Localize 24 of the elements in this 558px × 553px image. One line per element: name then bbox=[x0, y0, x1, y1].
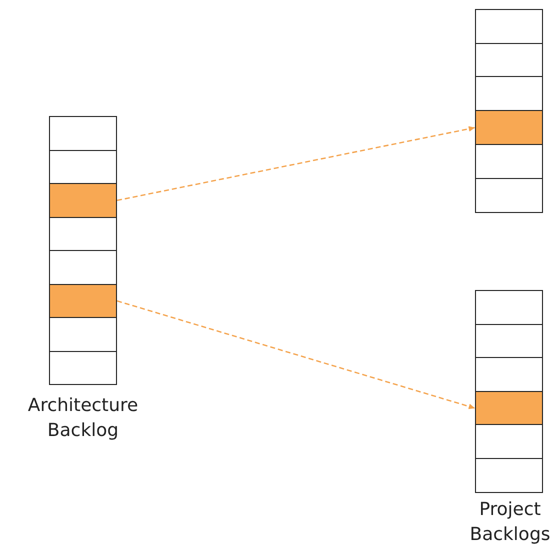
backlog-item bbox=[475, 424, 543, 460]
dashed-arrow bbox=[116, 126, 476, 202]
backlog-item bbox=[475, 290, 543, 325]
backlog-item bbox=[49, 250, 117, 285]
column-caption: Architecture Backlog bbox=[26, 394, 140, 443]
highlighted-backlog-item bbox=[49, 284, 117, 318]
backlog-item bbox=[49, 116, 117, 151]
highlighted-backlog-item bbox=[475, 390, 543, 426]
column-caption: Project Backlogs bbox=[468, 498, 552, 547]
backlog-item bbox=[475, 76, 543, 112]
backlog-item bbox=[49, 216, 117, 252]
backlog-item bbox=[475, 144, 543, 179]
dashed-arrow bbox=[116, 300, 476, 410]
backlog-item bbox=[475, 324, 543, 358]
backlog-item bbox=[49, 150, 117, 184]
backlog-item bbox=[49, 317, 117, 352]
highlighted-backlog-item bbox=[475, 110, 543, 146]
backlog-item bbox=[475, 458, 543, 493]
backlog-item bbox=[49, 350, 117, 386]
highlighted-backlog-item bbox=[49, 183, 117, 218]
backlog-item bbox=[475, 42, 543, 78]
backlog-item bbox=[475, 357, 543, 392]
backlog-item bbox=[475, 178, 543, 212]
backlog-item bbox=[475, 9, 543, 44]
